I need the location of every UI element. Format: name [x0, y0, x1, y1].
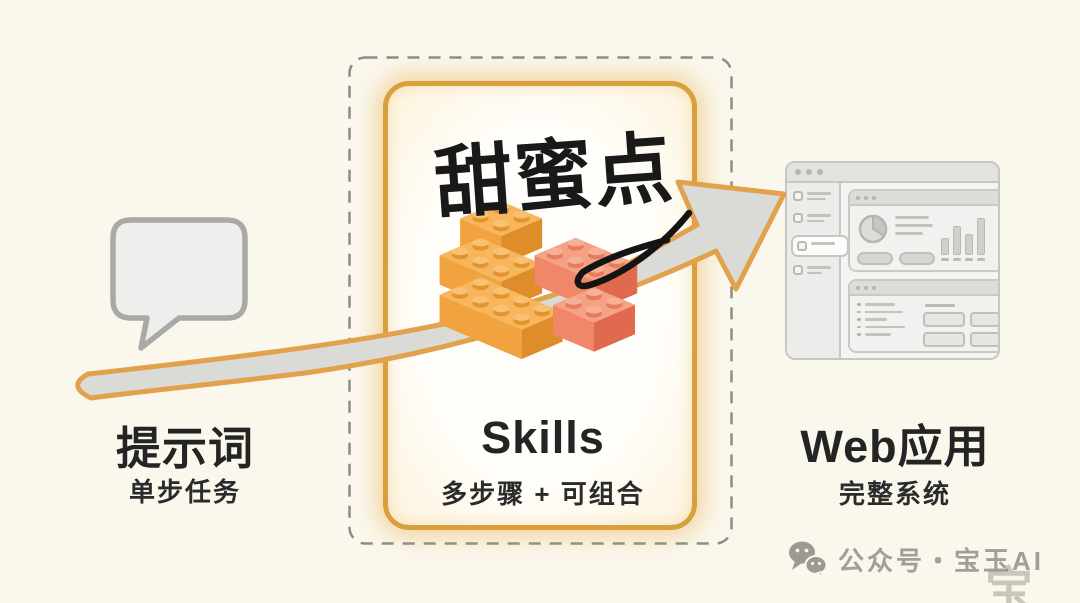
button-placeholder	[899, 252, 935, 265]
speech-bubble-icon	[110, 217, 248, 351]
sidebar-item-lines	[811, 241, 835, 245]
dashboard-panel	[848, 189, 998, 272]
bullet-list	[857, 303, 915, 347]
bar-chart-icon	[941, 213, 998, 265]
sweet-spot-heading: 甜蜜点	[431, 123, 678, 229]
sidebar-item-icon	[793, 213, 803, 223]
webapp-title: Web应用	[800, 421, 990, 472]
watermark-label: 公众号・宝玉AI	[838, 545, 1045, 576]
pie-chart-icon	[858, 214, 888, 244]
button-placeholder	[857, 252, 893, 265]
panel-header	[850, 281, 998, 296]
wechat-icon	[789, 541, 828, 578]
webapp-subtitle: 完整系统	[838, 479, 951, 509]
browser-titlebar	[787, 163, 998, 183]
watermark: 公众号・宝玉AI	[788, 540, 1044, 578]
browser-main-pane	[841, 183, 998, 358]
sidebar-item-active	[791, 235, 849, 257]
sidebar-item	[793, 265, 839, 275]
sidebar-item-icon	[793, 191, 803, 201]
sidebar-item-lines	[807, 191, 831, 200]
prompts-subtitle: 单步任务	[128, 477, 241, 507]
window-dot	[817, 169, 823, 175]
sidebar-item-lines	[807, 213, 831, 222]
sidebar-item-icon	[793, 265, 803, 275]
list-panel	[848, 279, 998, 353]
browser-window-icon	[785, 161, 1000, 360]
panel-header	[850, 191, 998, 206]
sidebar-item	[793, 191, 839, 201]
sidebar-item-lines	[807, 265, 831, 274]
window-dot	[806, 169, 812, 175]
watermark-shadow-text: 宝玉	[985, 564, 1038, 603]
window-dot	[795, 169, 801, 175]
sidebar-item	[793, 213, 839, 223]
text-lines	[895, 213, 933, 235]
sidebar-item-icon	[797, 241, 807, 251]
card-grid	[923, 303, 998, 347]
skills-title: Skills	[481, 412, 605, 463]
skills-subtitle: 多步骤 + 可组合	[441, 479, 645, 509]
browser-sidebar	[787, 183, 849, 358]
prompts-title: 提示词	[115, 423, 254, 474]
